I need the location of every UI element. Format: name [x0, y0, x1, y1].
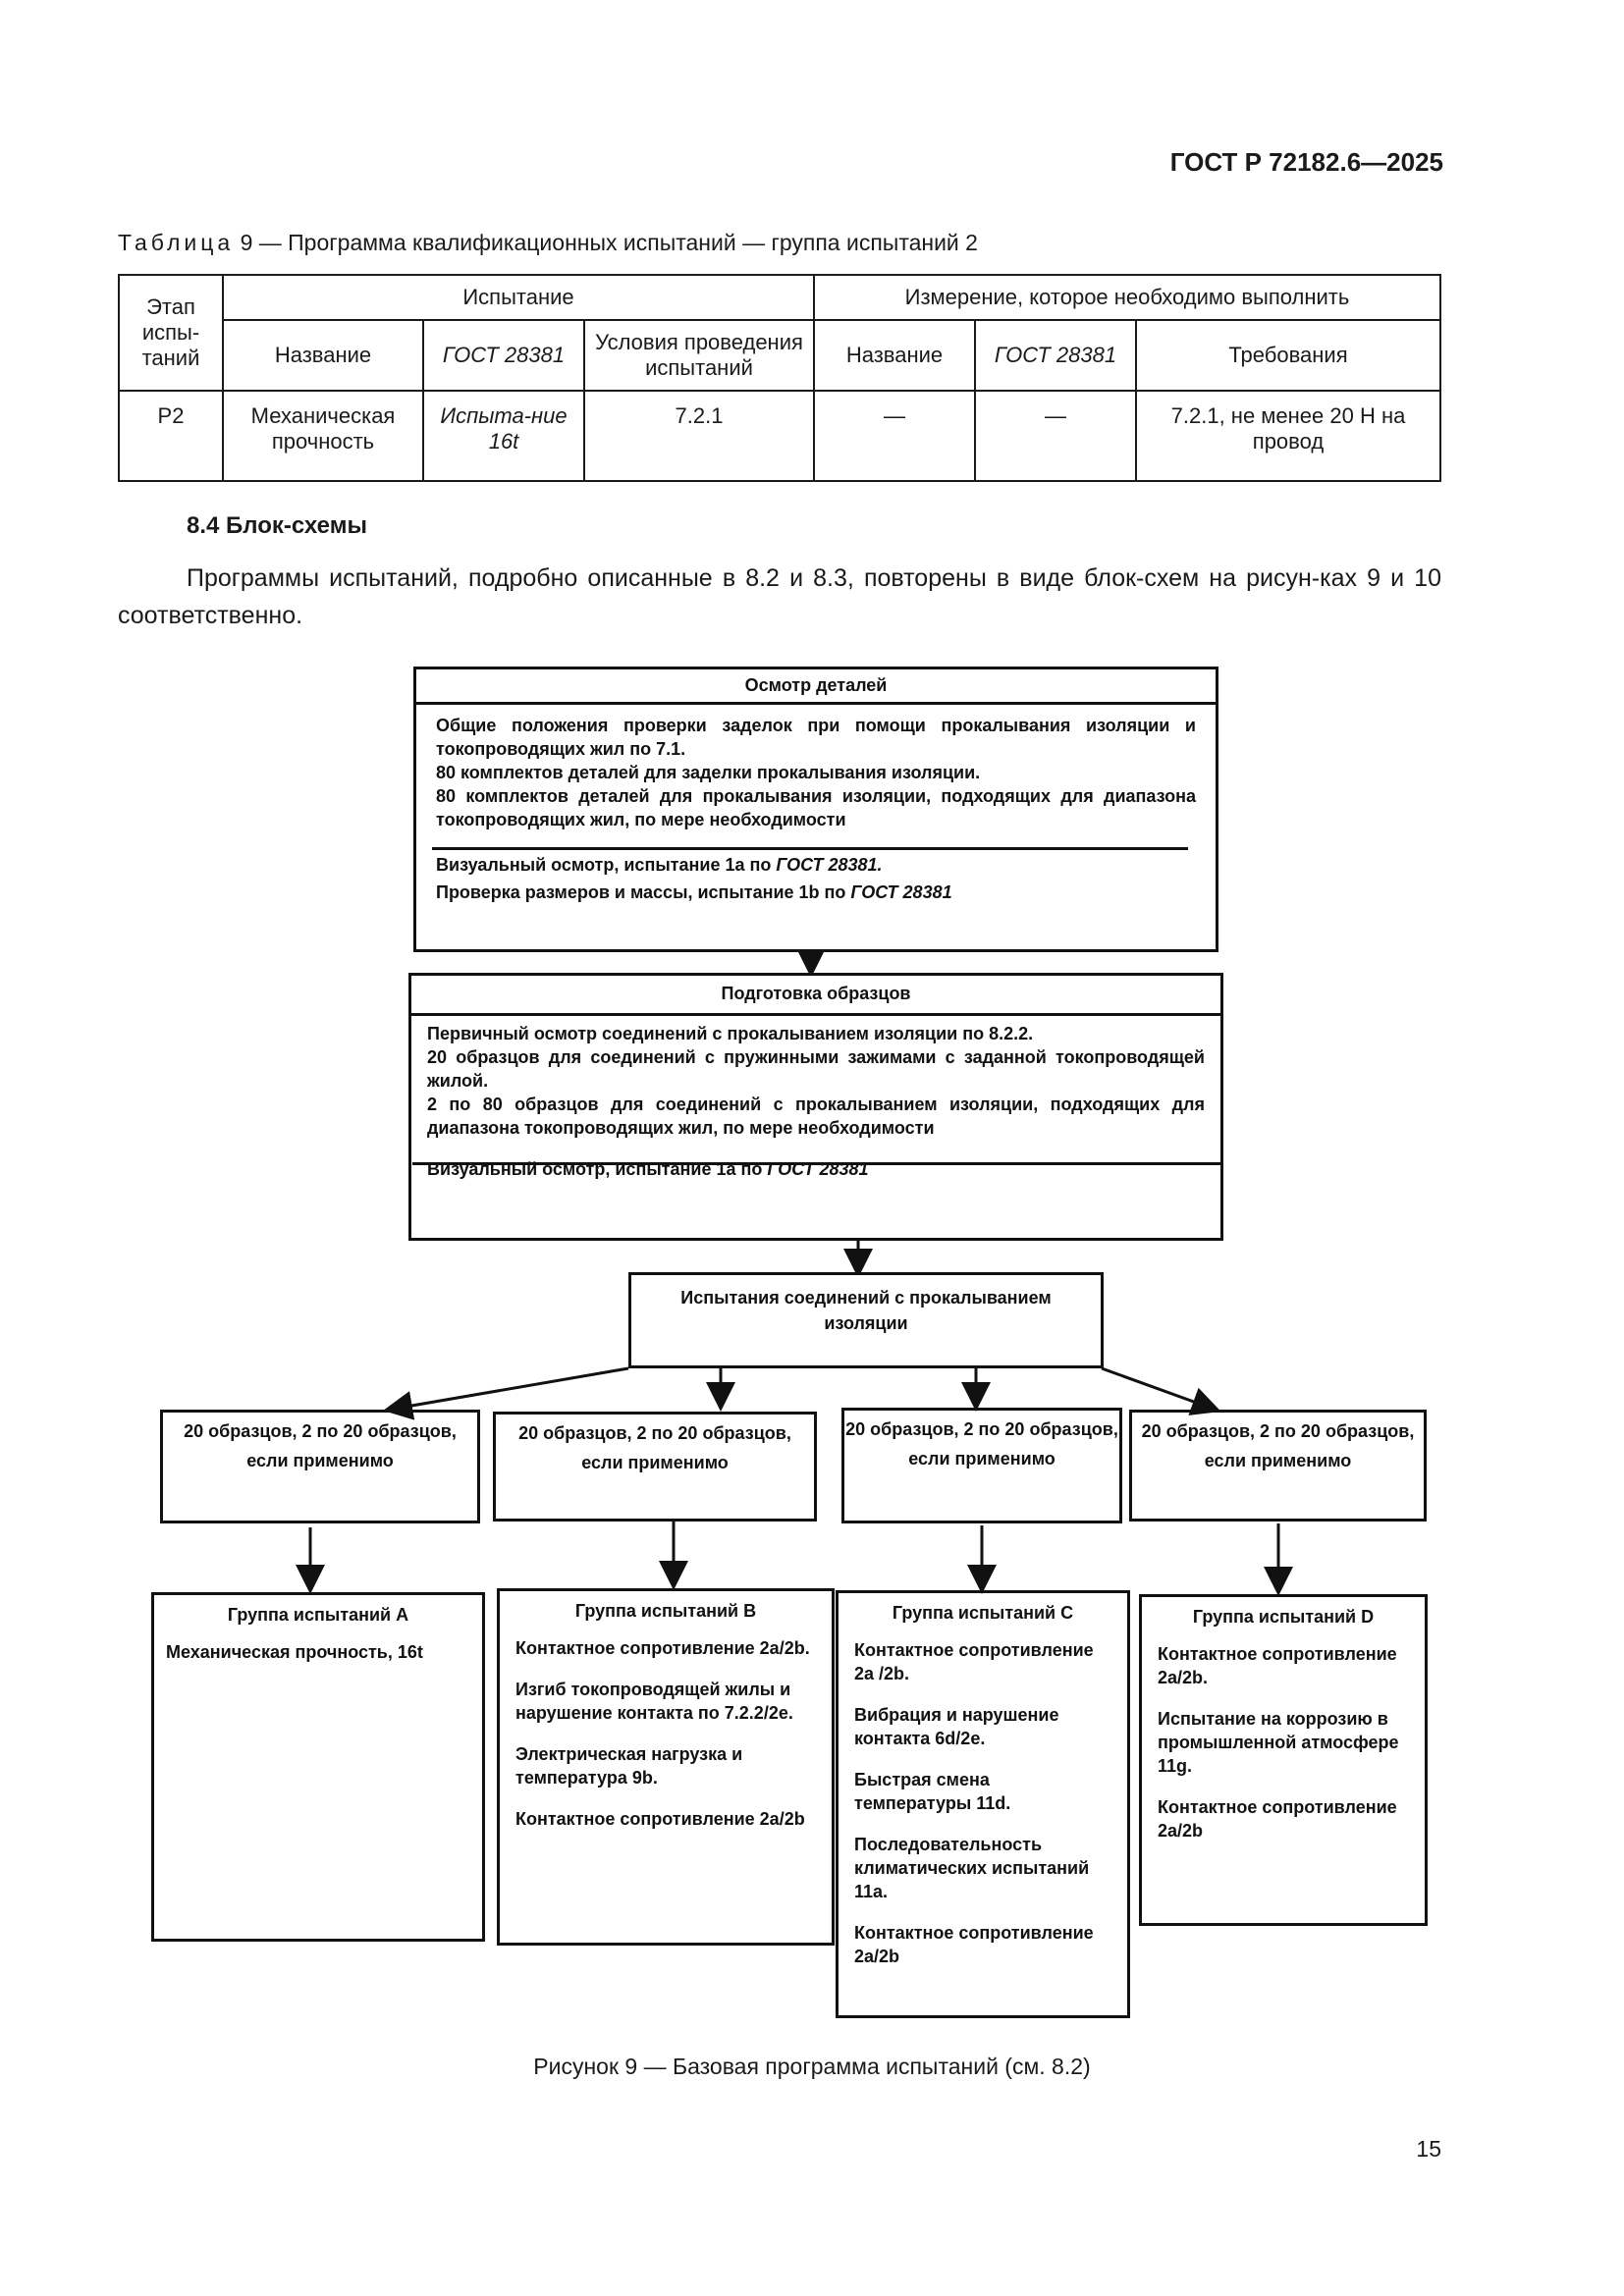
box2-p3: 2 по 80 образцов для соединений с прокал…: [427, 1095, 1205, 1138]
samples-box-a: 20 образцов, 2 по 20 образцов, если прим…: [160, 1410, 480, 1523]
cell-name: Механическая прочность: [222, 390, 424, 482]
box1-title: Осмотр деталей: [744, 675, 888, 695]
group-c-item: Быстрая смена температуры 11d.: [854, 1770, 1011, 1813]
group-c-title: Группа испытаний C: [892, 1603, 1074, 1623]
group-d-item: Контактное сопротивление 2a/2b: [1158, 1797, 1397, 1841]
samples-box-c: 20 образцов, 2 по 20 образцов, если прим…: [841, 1408, 1122, 1523]
box1-checks: Визуальный осмотр, испытание 1а по ГОСТ …: [436, 853, 1196, 904]
group-c-item: Контактное сопротивление 2a/2b: [854, 1923, 1094, 1966]
test-group-d: Группа испытаний D Контактное сопротивле…: [1139, 1594, 1428, 1926]
box1-p2: 80 комплектов деталей для заделки прокал…: [436, 763, 981, 782]
table-row: Р2 Механическая прочность Испыта-ние 16t…: [118, 390, 1441, 482]
box1-p1: Общие положения проверки заделок при пом…: [436, 716, 1196, 759]
cell-stage: Р2: [118, 390, 224, 482]
box1-dimensions: Проверка размеров и массы, испытание 1b …: [436, 882, 952, 902]
document-header: ГОСТ Р 72182.6—2025: [1169, 147, 1443, 177]
group-b-item: Контактное сопротивление 2a/2b.: [515, 1638, 810, 1658]
box2-divider-mid: [412, 1162, 1223, 1165]
th-name: Название: [222, 319, 424, 392]
table-caption-text: 9 — Программа квалификационных испытаний…: [240, 230, 978, 255]
box1-divider-top: [413, 702, 1218, 705]
qualification-table: Этап испы-таний Испытание Измерение, кот…: [118, 274, 1441, 482]
figure-caption: Рисунок 9 — Базовая программа испытаний …: [533, 2054, 1091, 2079]
th-test: Испытание: [222, 274, 815, 321]
paragraph-text: Программы испытаний, подробно описанные …: [118, 564, 1441, 629]
th-measure: Измерение, которое необходимо выполнить: [813, 274, 1441, 321]
box-ipc-tests: Испытания соединений с прокалыванием изо…: [628, 1272, 1104, 1368]
box1-general: Общие положения проверки заделок при пом…: [436, 714, 1196, 831]
box2-p2: 20 образцов для соединений с пружинными …: [427, 1047, 1205, 1091]
group-b-title: Группа испытаний B: [574, 1601, 757, 1621]
th-stage: Этап испы-таний: [118, 274, 224, 392]
box2-visual: Визуальный осмотр, испытание 1а по ГОСТ …: [427, 1159, 869, 1179]
box1-divider-mid: [432, 847, 1188, 850]
group-b-item: Изгиб токопроводящей жилы и нарушение ко…: [515, 1680, 793, 1723]
group-b-item: Контактное сопротивление 2a/2b: [515, 1809, 805, 1829]
box3-title: Испытания соединений с прокалыванием изо…: [680, 1288, 1052, 1333]
cell-requirements: 7.2.1, не менее 20 Н на провод: [1135, 390, 1441, 482]
group-d-title: Группа испытаний D: [1192, 1607, 1375, 1627]
cell-m-gost: —: [974, 390, 1137, 482]
cell-gost: Испыта-ние 16t: [422, 390, 585, 482]
group-c-item: Контактное сопротивление 2a /2b.: [854, 1640, 1094, 1683]
group-d-item: Испытание на коррозию в промышленной атм…: [1158, 1709, 1399, 1776]
box2-p1: Первичный осмотр соединений с прокалыван…: [427, 1024, 1034, 1043]
arrow-6: [1101, 1366, 1221, 1415]
test-group-b: Группа испытаний B Контактное сопротивле…: [497, 1588, 835, 1946]
th-requirements: Требования: [1135, 319, 1441, 392]
box2-title: Подготовка образцов: [721, 984, 911, 1003]
box2-divider-top: [408, 1013, 1223, 1016]
group-a-title: Группа испытаний А: [227, 1605, 409, 1625]
section-paragraph: Программы испытаний, подробно описанные …: [118, 560, 1441, 634]
box-sample-prep: Подготовка образцов Первичный осмотр сое…: [408, 973, 1223, 1241]
group-b-item: Электрическая нагрузка и температура 9b.: [515, 1744, 743, 1788]
cell-m-name: —: [813, 390, 976, 482]
box1-p3: 80 комплектов деталей для прокалывания и…: [436, 786, 1196, 829]
cell-conditions: 7.2.1: [583, 390, 815, 482]
th-conditions: Условия проведения испытаний: [583, 319, 815, 392]
test-group-a: Группа испытаний А Механическая прочност…: [151, 1592, 485, 1942]
arrow-3: [383, 1366, 629, 1420]
samples-box-d: 20 образцов, 2 по 20 образцов, если прим…: [1129, 1410, 1427, 1522]
test-group-c: Группа испытаний C Контактное сопротивле…: [836, 1590, 1130, 2018]
samples-box-b: 20 образцов, 2 по 20 образцов, если прим…: [493, 1412, 817, 1522]
group-a-item: Механическая прочность, 16t: [166, 1642, 423, 1662]
th-gost2: ГОСТ 28381: [974, 319, 1137, 392]
group-c-item: Вибрация и нарушение контакта 6d/2e.: [854, 1705, 1059, 1748]
th-gost: ГОСТ 28381: [422, 319, 585, 392]
group-d-item: Контактное сопротивление 2a/2b.: [1158, 1644, 1397, 1687]
group-c-item: Последовательность климатических испытан…: [854, 1835, 1090, 1901]
box1-visual: Визуальный осмотр, испытание 1а по ГОСТ …: [436, 855, 883, 875]
table-caption: Таблица 9 — Программа квалификационных и…: [118, 230, 978, 256]
box2-general: Первичный осмотр соединений с прокалыван…: [427, 1022, 1205, 1140]
th-name2: Название: [813, 319, 976, 392]
box-parts-inspection: Осмотр деталей Общие положения проверки …: [413, 667, 1218, 952]
table-caption-prefix: Таблица: [118, 230, 235, 255]
section-title: 8.4 Блок-схемы: [187, 512, 367, 539]
page-number: 15: [1416, 2136, 1441, 2162]
